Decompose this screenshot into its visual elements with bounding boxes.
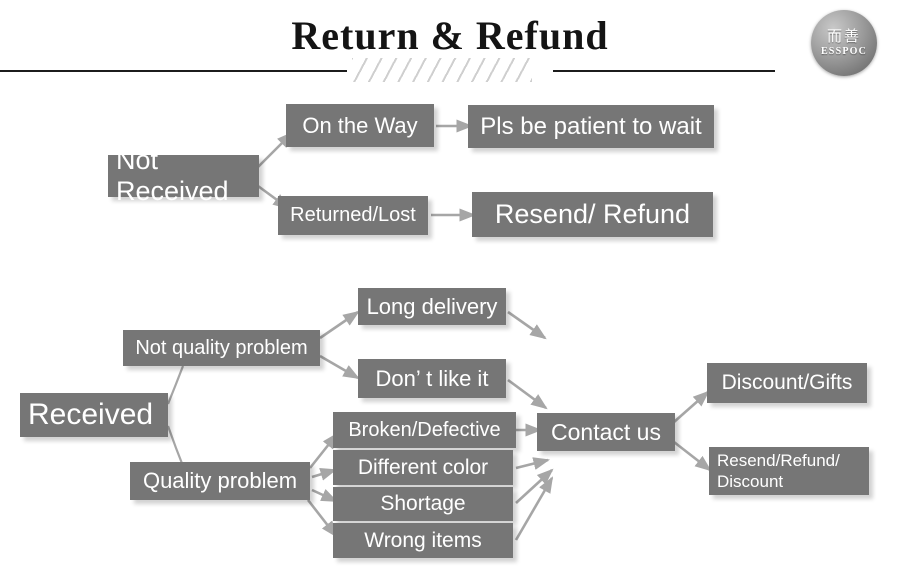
edge-received-notquality [166, 365, 185, 405]
node-contact-us[interactable]: Contact us [537, 413, 675, 451]
edge-shortage-contact [515, 468, 554, 504]
node-pls-be-patient-to-wait[interactable]: Pls be patient to wait [468, 105, 714, 148]
divider-line-left [0, 70, 347, 72]
node-on-the-way[interactable]: On the Way [286, 104, 434, 147]
edge-wrongitems-contact [514, 476, 554, 541]
node-long-delivery[interactable]: Long delivery [358, 288, 506, 325]
node-different-color[interactable]: Different color [333, 450, 513, 485]
node-wrong-items[interactable]: Wrong items [333, 523, 513, 558]
edge-notquality-longdelivery [319, 310, 360, 340]
divider-line-right [553, 70, 775, 72]
node-returned-lost[interactable]: Returned/Lost [278, 196, 428, 235]
edge-contact-discountgifts [673, 390, 710, 423]
logo-english-text: ESSPOC [820, 46, 868, 57]
edge-received-quality [166, 425, 185, 467]
node-resend-refund[interactable]: Resend/ Refund [472, 192, 713, 237]
node-shortage[interactable]: Shortage [333, 487, 513, 521]
node-dont-like-it[interactable]: Don’ t like it [358, 359, 506, 398]
node-resend-refund-discount[interactable]: Resend/Refund/ Discount [709, 447, 869, 495]
node-quality-problem[interactable]: Quality problem [130, 462, 310, 500]
edge-longdelivery-contact [507, 310, 547, 340]
edge-notquality-dontlike [319, 354, 360, 380]
page-title: Return & Refund [291, 13, 609, 58]
diagonal-hatch-divider-icon [352, 58, 532, 82]
edge-quality-differentcolor [311, 468, 337, 481]
edge-quality-wrongitems [306, 499, 338, 538]
node-not-received[interactable]: Not Received [108, 145, 259, 206]
node-discount-gifts[interactable]: Discount/Gifts [707, 363, 867, 403]
node-not-quality-problem[interactable]: Not quality problem [123, 330, 320, 366]
edge-differentcolor-contact [515, 457, 551, 470]
brand-badge-icon: 而善 ESSPOC [811, 10, 877, 76]
edge-dontlike-contact [507, 378, 548, 410]
node-broken-defective[interactable]: Broken/Defective [333, 412, 516, 448]
logo-chinese-text: 而善 [826, 27, 861, 45]
node-received[interactable]: Received [20, 393, 168, 437]
edge-contact-resendrefund [673, 440, 712, 472]
